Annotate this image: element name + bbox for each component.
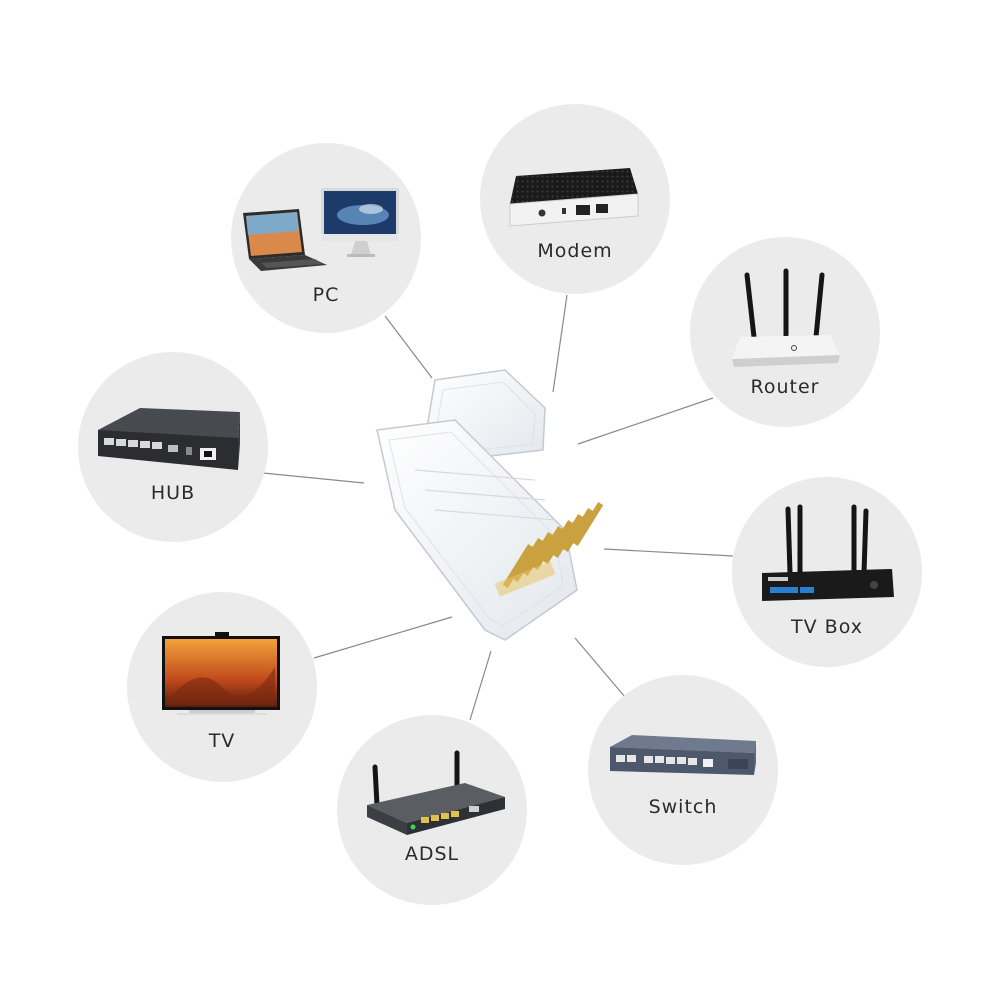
node-label-switch: Switch (648, 796, 718, 818)
node-label-hub: HUB (150, 482, 196, 504)
node-label-pc: PC (312, 284, 340, 306)
line-modem (552, 294, 568, 393)
node-adsl: ADSL (337, 715, 527, 905)
gold-contacts (502, 502, 604, 588)
node-modem: Modem (480, 104, 670, 294)
adsl-router-icon (367, 750, 505, 835)
node-hub: HUB (78, 352, 268, 542)
tv-box-icon (762, 504, 894, 601)
rj45-connector-icon (376, 369, 604, 641)
node-router: Router (690, 237, 880, 427)
line-hub (262, 472, 365, 484)
node-label-adsl: ADSL (404, 843, 460, 865)
node-tv-box: TV Box (732, 477, 922, 667)
line-tv (313, 616, 453, 659)
hub-icon (98, 408, 240, 470)
line-tvbox (603, 548, 734, 557)
line-switch (574, 637, 626, 698)
line-pc (384, 315, 433, 379)
node-pc: PC (231, 143, 421, 333)
node-tv: TV (127, 592, 317, 782)
node-label-tv-box: TV Box (791, 616, 863, 638)
television-icon (162, 632, 280, 715)
node-switch: Switch (588, 675, 778, 865)
line-adsl (469, 650, 492, 721)
line-router (577, 397, 714, 445)
modem-icon (509, 168, 639, 227)
node-label-tv: TV (208, 730, 236, 752)
node-label-modem: Modem (537, 240, 613, 262)
network-switch-icon (610, 735, 756, 775)
node-label-router: Router (750, 376, 820, 398)
laptop-and-monitor-icon (243, 188, 399, 271)
router-icon (732, 268, 840, 367)
